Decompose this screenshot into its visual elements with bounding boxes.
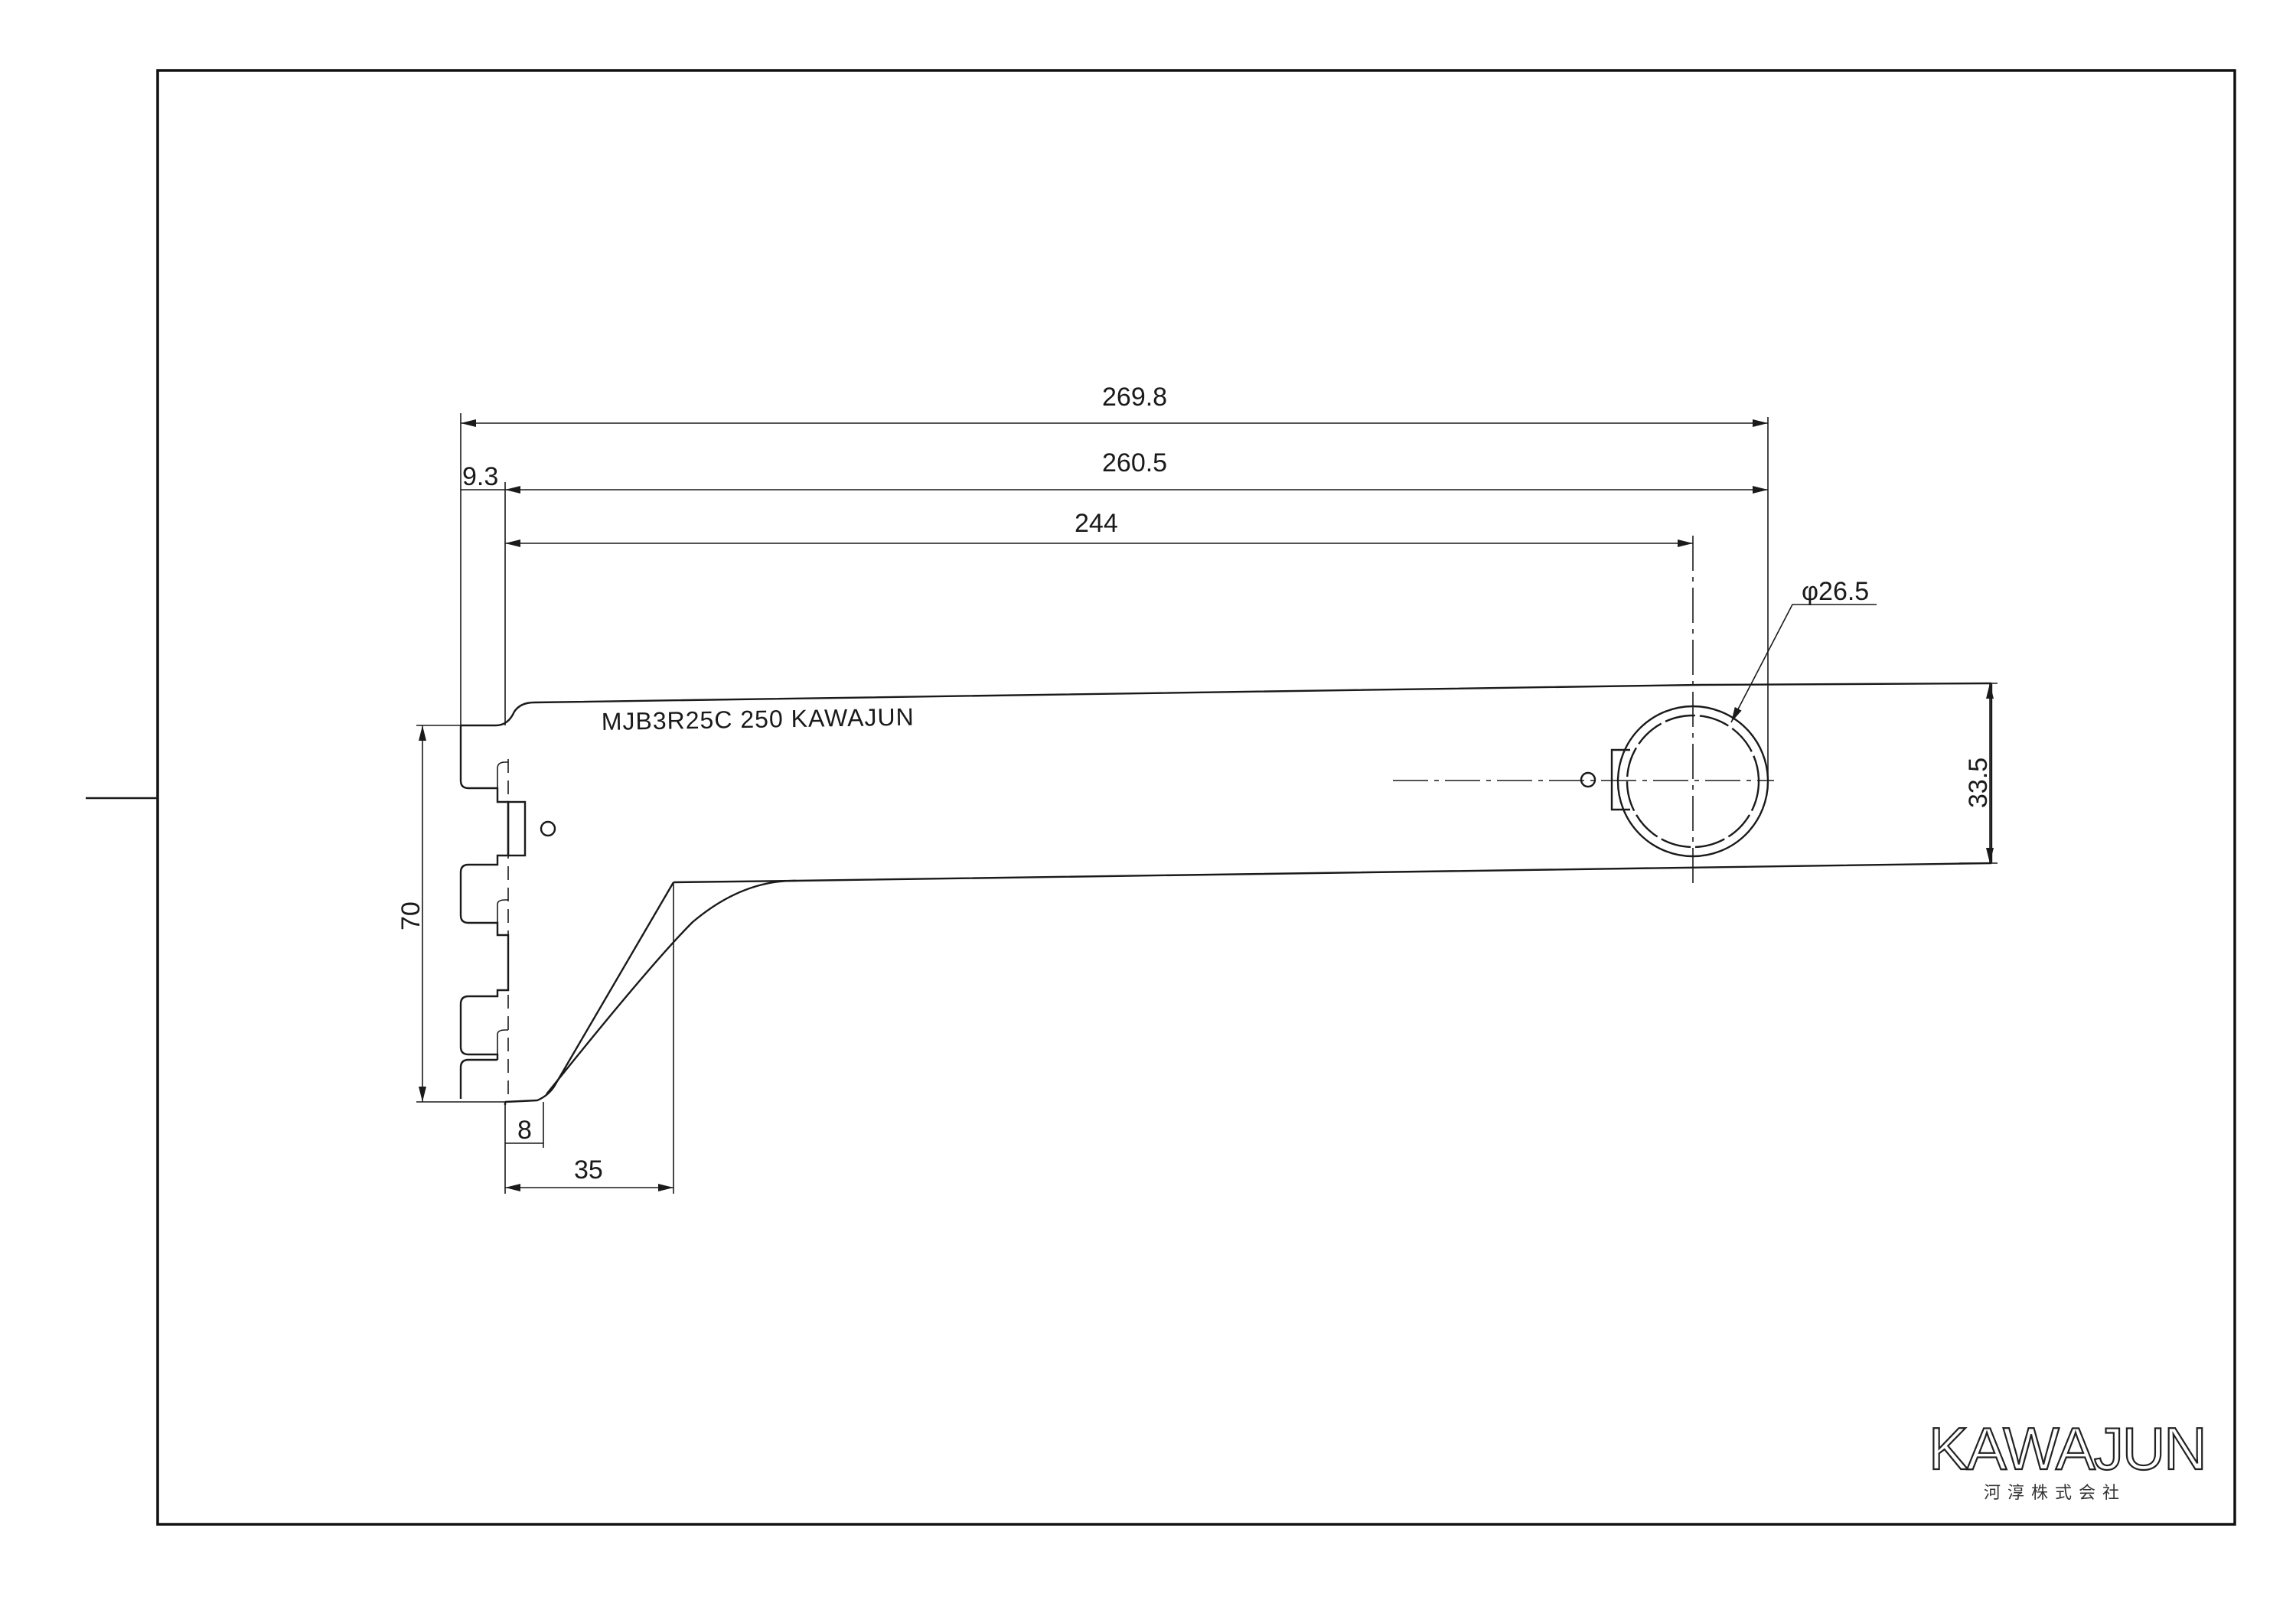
- dim-hook-to-center: 244: [1075, 509, 1118, 538]
- dim-body-height: 70: [396, 901, 426, 930]
- dim-hook-to-tip: 260.5: [1102, 448, 1167, 477]
- bracket-outline: [459, 417, 1993, 1105]
- ring-keyway: [1610, 748, 1630, 811]
- dim-tip-height: 33.5: [1964, 758, 1993, 808]
- gusset-fillet: [546, 879, 797, 1095]
- drawing-frame: [156, 69, 2236, 1526]
- hook-back-edge: [459, 725, 510, 1060]
- gusset-diagonal: [504, 882, 675, 1103]
- brand-logo: KAWAJUN 河淳株式会社: [1928, 1414, 2208, 1503]
- rod-ring-outer: [1616, 705, 1769, 858]
- hook-tab: [507, 800, 527, 857]
- ring-hole: [1580, 771, 1596, 788]
- logo-company-text: 河淳株式会社: [1984, 1484, 2126, 1503]
- dimensions: 269.8 260.5 9.3 244 φ26.5 33.5 70 8 35: [396, 383, 1998, 1194]
- dim-overall-length: 269.8: [1102, 383, 1167, 412]
- dim-hook-depth: 9.3: [462, 462, 498, 491]
- dim-rod-diameter: φ26.5: [1802, 577, 1869, 606]
- dim-leader-rod-diameter: [1730, 604, 1877, 723]
- bracket-bottom-edge: [673, 862, 1992, 884]
- dim-heel-offset: 8: [517, 1116, 532, 1145]
- logo-brand-text: KAWAJUN: [1929, 1415, 2206, 1482]
- part-marking: MJB3R25C 250 KAWAJUN: [602, 703, 915, 735]
- hook-hole: [540, 820, 556, 837]
- dim-gusset-width: 35: [574, 1155, 603, 1185]
